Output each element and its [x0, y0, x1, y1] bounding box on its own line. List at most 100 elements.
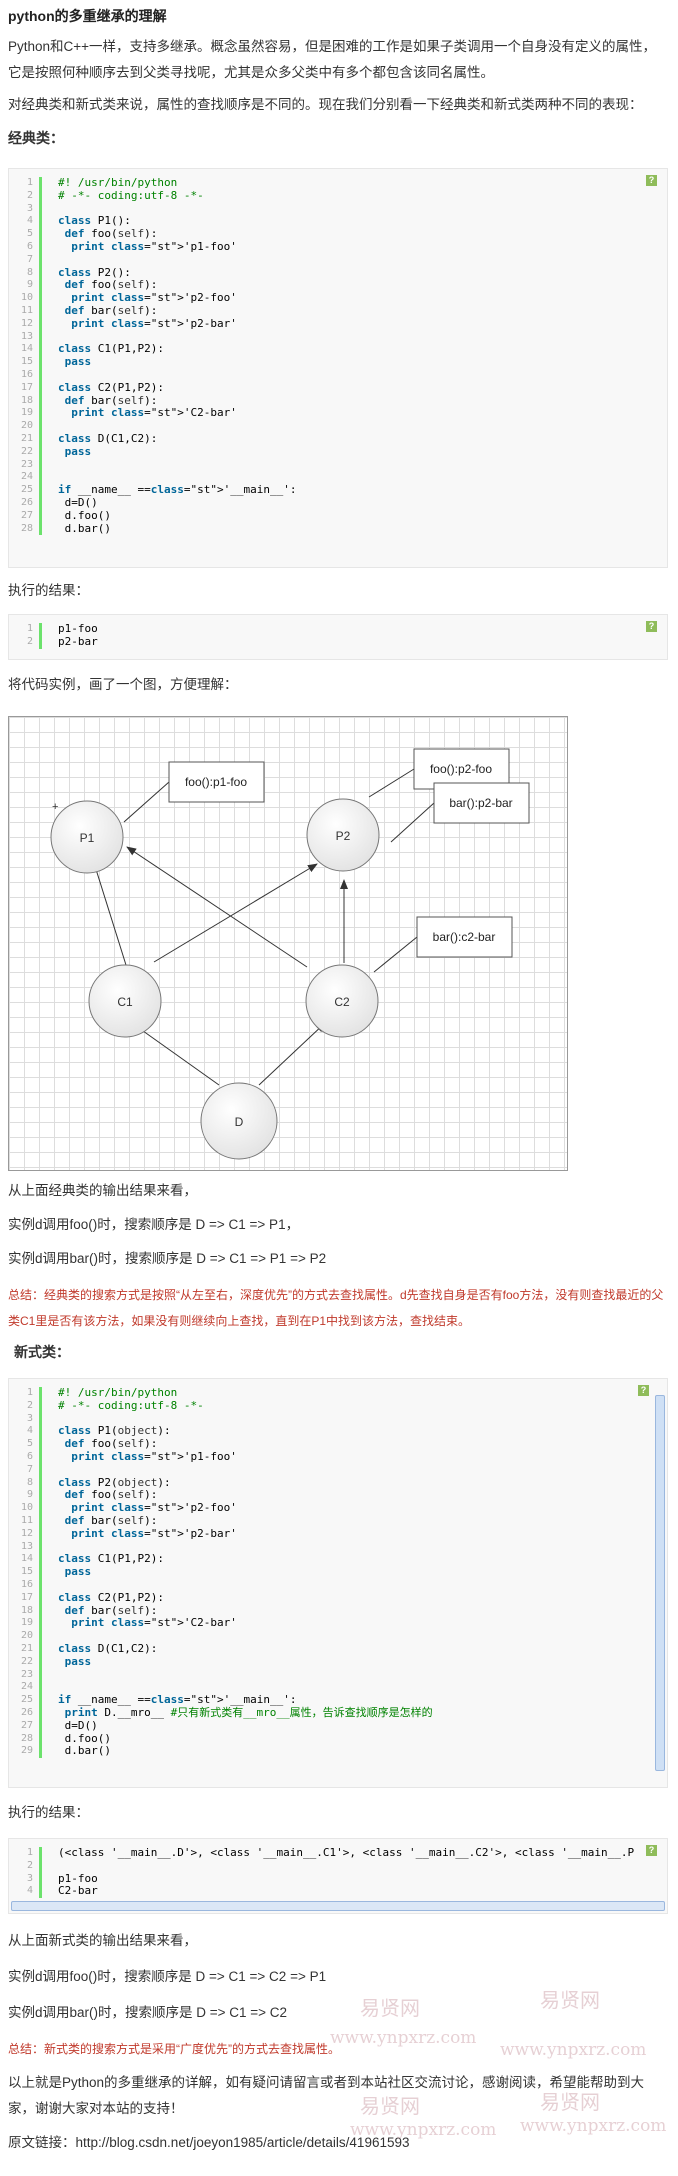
- code-line: 22 pass: [9, 1655, 667, 1669]
- node-c2: C2: [305, 964, 379, 1038]
- classic-bar-order: 实例d调用bar()时，搜索顺序是 D => C1 => P1 => P2: [8, 1251, 327, 1266]
- code-line: 9 def foo(self):: [9, 278, 667, 293]
- code-gutter: [39, 623, 42, 636]
- code-line: 24: [9, 1681, 667, 1695]
- line-number: 21: [20, 432, 33, 444]
- code-line: 16: [9, 368, 667, 382]
- code-gutter: [39, 1450, 42, 1464]
- code-gutter: [39, 1604, 42, 1618]
- code-gutter: [39, 368, 42, 382]
- line-number: 12: [20, 317, 33, 329]
- code-line: 19 print class="st">'C2-bar': [9, 1616, 667, 1631]
- new-summary: 总结：新式类的搜索方式是采用“广度优先”的方式去查找属性。: [8, 2042, 340, 2056]
- code-gutter: [39, 1872, 42, 1886]
- line-number: 28: [20, 522, 33, 534]
- node-label: P2: [336, 829, 351, 843]
- code-text: if __name__ ==class="st">'__main__':: [58, 483, 297, 497]
- line-number: 17: [20, 1591, 33, 1603]
- line-number: 15: [20, 1566, 33, 1578]
- watermark-cn: 易贤网: [360, 2094, 420, 2118]
- code-text: # -*- coding:utf-8 -*-: [58, 188, 204, 202]
- code-gutter: [39, 266, 42, 280]
- code-text: pass: [64, 355, 92, 369]
- output-lines: 1(<class '__main__.D'>, <class '__main__…: [9, 1839, 667, 1904]
- code-gutter: [39, 1463, 42, 1477]
- source-line: 原文链接：http://blog.csdn.net/joeyon1985/art…: [8, 2130, 668, 2156]
- code-gutter: [39, 292, 42, 305]
- line-number: 23: [20, 1668, 33, 1680]
- classic-summary: 总结：经典类的搜索方式是按照“从左至右，深度优先”的方式去查找属性。d先查找自身…: [8, 1288, 664, 1328]
- code-line: 11 def bar(self):: [9, 1514, 667, 1528]
- code-gutter: [39, 1706, 42, 1720]
- code-line: 6 print class="st">'p1-foo': [9, 240, 667, 254]
- code-gutter: [39, 1399, 42, 1413]
- line-number: 21: [20, 1642, 33, 1654]
- horizontal-scrollbar[interactable]: [11, 1901, 665, 1911]
- code-gutter: [39, 1745, 42, 1759]
- line-number: 4: [26, 1425, 33, 1437]
- code-gutter: [39, 445, 42, 459]
- inheritance-diagram-svg: P1 + P2 C1 C2 D foo():p1-foo foo():p2-fo…: [50, 748, 530, 1160]
- code-text: d.bar(): [58, 1744, 111, 1758]
- code-gutter: [39, 1514, 42, 1528]
- intro-paragraph-2: 对经典类和新式类来说，属性的查找顺序是不同的。现在我们分别看一下经典类和新式类两…: [8, 97, 643, 112]
- help-icon[interactable]: ?: [646, 175, 657, 186]
- code-text: #! /usr/bin/python: [58, 176, 178, 189]
- code-line: 5 def foo(self):: [9, 227, 667, 241]
- line-number: 2: [26, 189, 33, 201]
- line-number: 20: [20, 420, 33, 432]
- code-gutter: [39, 1732, 42, 1746]
- line-number: 8: [26, 1476, 33, 1488]
- code-gutter: [39, 1553, 42, 1567]
- code-line: 7: [9, 253, 667, 267]
- code-gutter: [39, 177, 42, 190]
- watermark-url: www.ynpxrz.com: [520, 2116, 667, 2136]
- code-gutter: [39, 1681, 42, 1695]
- source-link[interactable]: http://blog.csdn.net/joeyon1985/article/…: [75, 2135, 410, 2150]
- diagram-caption: 将代码实例，画了一个图，方便理解：: [8, 677, 238, 692]
- vertical-scrollbar[interactable]: [655, 1395, 665, 1771]
- code-line: 27 d=D(): [9, 1719, 667, 1733]
- code-gutter: [39, 1617, 42, 1631]
- code-gutter: [39, 394, 42, 408]
- code-gutter: [39, 304, 42, 318]
- help-icon[interactable]: ?: [646, 621, 657, 632]
- code-line: 2 # -*- coding:utf-8 -*-: [9, 188, 667, 203]
- code-line: 24: [9, 471, 667, 485]
- line-number: 3: [26, 1872, 33, 1884]
- code-line: 26 d=D(): [9, 495, 667, 510]
- code-line: 15 pass: [9, 355, 667, 369]
- help-icon[interactable]: ?: [646, 1845, 657, 1856]
- line-number: 13: [20, 1540, 33, 1552]
- code-text: pass: [64, 1565, 92, 1579]
- help-icon[interactable]: ?: [638, 1385, 649, 1396]
- article-title: python的多重继承的理解: [8, 8, 167, 24]
- code-text: def foo(self):: [64, 227, 158, 241]
- classic-heading: 经典类：: [8, 130, 64, 146]
- line-number: 6: [26, 1450, 33, 1462]
- code-gutter: [39, 202, 42, 216]
- code-text: print class="st">'p2-bar': [71, 316, 237, 330]
- line-number: 10: [20, 1502, 33, 1514]
- node-label: P1: [80, 831, 95, 845]
- connector-p2-bar: [390, 802, 435, 843]
- line-number: 3: [26, 1412, 33, 1424]
- code-text: p1-foo: [58, 622, 98, 635]
- line-number: 11: [20, 304, 33, 316]
- code-gutter: [39, 356, 42, 369]
- line-number: 7: [26, 253, 33, 265]
- code-line: 23: [9, 1668, 667, 1682]
- code-line: 6 print class="st">'p1-foo': [9, 1450, 667, 1464]
- line-number: 18: [20, 1604, 33, 1616]
- line-number: 24: [20, 471, 33, 483]
- code-text: d=D(): [58, 495, 98, 509]
